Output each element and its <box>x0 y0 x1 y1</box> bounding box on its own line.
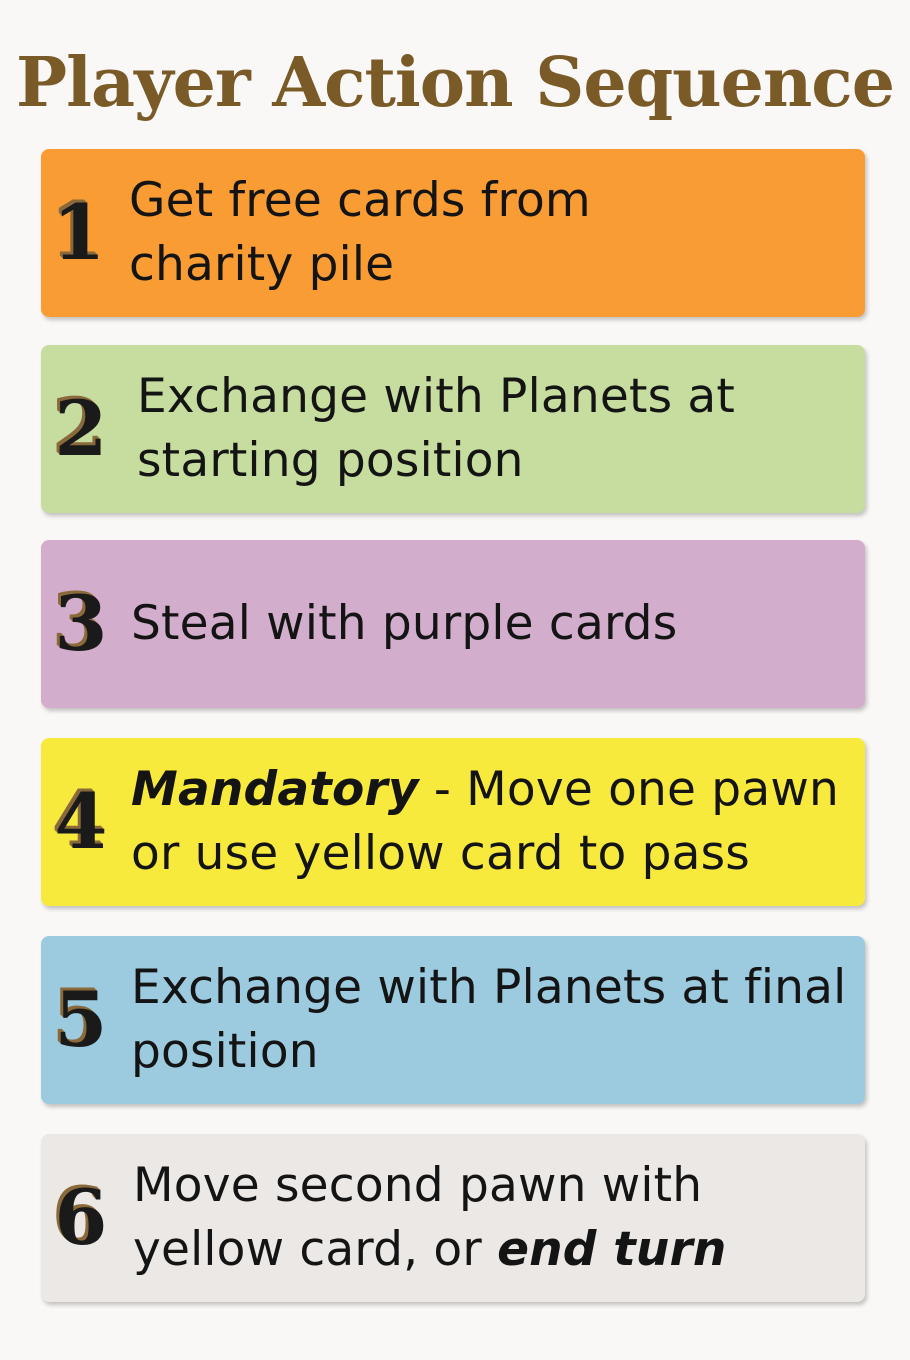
step-text: Get free cards from charity pile <box>129 169 847 297</box>
mandatory-label: Mandatory <box>131 762 419 817</box>
step-number: 3 <box>54 579 108 668</box>
step-text-line: - Move one pawn <box>418 762 839 817</box>
step-text: Move second pawn with yellow card, or en… <box>133 1154 847 1282</box>
step-number: 6 <box>54 1173 108 1262</box>
step-text-line: Exchange with Planets at final <box>131 960 847 1015</box>
step-6: 6 Move second pawn with yellow card, or … <box>41 1134 865 1302</box>
step-1: 1 Get free cards from charity pile <box>41 149 865 317</box>
step-4: 4 Mandatory - Move one pawn or use yello… <box>41 738 865 906</box>
step-text: Steal with purple cards <box>131 592 847 656</box>
step-text: Exchange with Planets at starting positi… <box>137 365 847 493</box>
step-number: 5 <box>54 975 108 1064</box>
step-text-line: or use yellow card to pass <box>131 826 750 881</box>
step-text-line: starting position <box>137 433 524 488</box>
step-3: 3 Steal with purple cards <box>41 540 865 708</box>
step-text: Mandatory - Move one pawn or use yellow … <box>131 758 847 886</box>
step-text-line: yellow card, or <box>133 1222 498 1277</box>
step-text-line: Steal with purple cards <box>131 596 678 651</box>
step-5: 5 Exchange with Planets at final positio… <box>41 936 865 1104</box>
step-text-line: Move second pawn with <box>133 1158 703 1213</box>
step-number: 4 <box>54 777 108 866</box>
step-text-line: Get free cards from <box>129 173 591 228</box>
step-2: 2 Exchange with Planets at starting posi… <box>41 345 865 513</box>
step-number: 2 <box>54 384 108 473</box>
step-text: Exchange with Planets at final position <box>131 956 855 1084</box>
end-turn-label: end turn <box>497 1222 727 1277</box>
step-number: 1 <box>52 188 106 277</box>
step-text-line: position <box>131 1024 319 1079</box>
page-title: Player Action Sequence <box>16 43 895 123</box>
step-text-line: Exchange with Planets at <box>137 369 736 424</box>
step-text-line: charity pile <box>129 237 395 292</box>
